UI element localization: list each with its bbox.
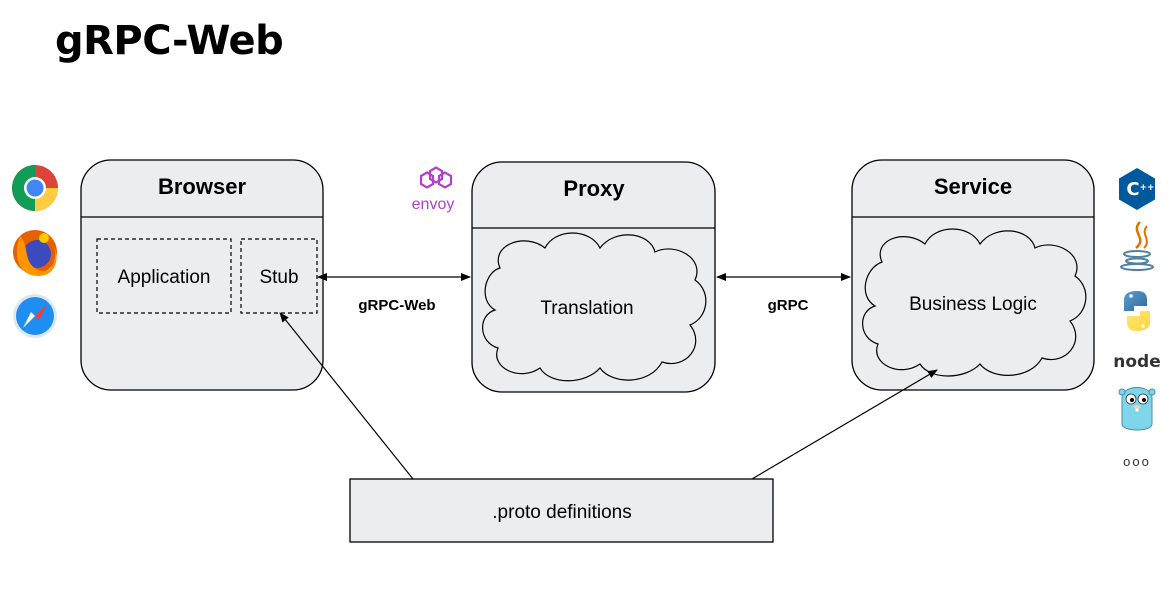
proxy-box: Proxy Translation <box>471 161 716 393</box>
svg-text:C: C <box>1126 179 1139 200</box>
safari-icon <box>13 294 57 338</box>
cpp-icon: C ++ <box>1119 168 1155 210</box>
python-icon <box>1124 291 1150 331</box>
node-icon-text: node <box>1113 352 1160 372</box>
browser-title: Browser <box>158 174 246 199</box>
translation-cloud <box>482 232 707 382</box>
business-logic-cloud <box>862 228 1087 377</box>
page-title: gRPC-Web <box>55 18 284 64</box>
service-box: Service Business Logic <box>851 159 1095 391</box>
proto-to-service-arrow <box>751 369 938 480</box>
stub-label: Stub <box>259 267 298 288</box>
more-icon-text: ooo <box>1123 454 1151 469</box>
business-logic-label: Business Logic <box>909 294 1037 315</box>
grpc-label: gRPC <box>768 297 809 314</box>
java-icon <box>1120 221 1154 271</box>
application-label: Application <box>118 267 211 288</box>
firefox-icon <box>13 230 57 276</box>
translation-label: Translation <box>540 298 633 319</box>
service-title: Service <box>934 174 1012 199</box>
proto-label: .proto definitions <box>492 502 631 523</box>
application-box <box>96 238 232 314</box>
proto-to-stub-arrow <box>279 312 414 480</box>
node-icon: node <box>1113 352 1160 372</box>
proxy-title: Proxy <box>563 176 625 201</box>
proto-box: .proto definitions <box>349 478 774 543</box>
go-gopher-icon <box>1118 387 1156 431</box>
svg-text:++: ++ <box>1139 183 1154 193</box>
grpc-web-label: gRPC-Web <box>358 297 435 314</box>
envoy-logo-text: envoy <box>412 196 455 213</box>
envoy-icon <box>419 166 453 189</box>
chrome-icon <box>12 165 58 211</box>
more-icon: ooo <box>1123 454 1151 469</box>
envoy-logo: envoy <box>412 166 455 213</box>
browser-box: Browser Application Stub <box>80 159 324 391</box>
